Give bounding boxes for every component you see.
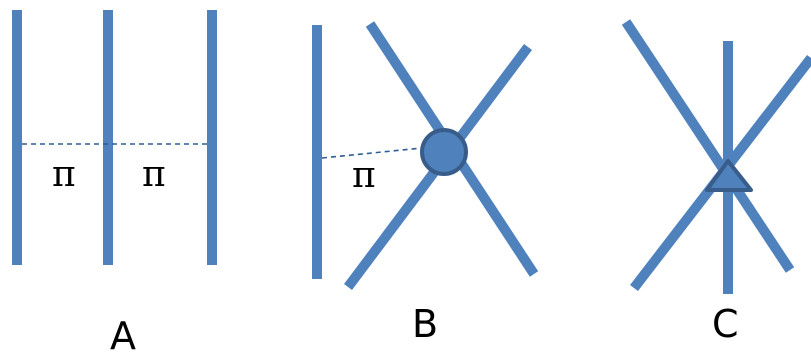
panel-b-exchange-label: π — [352, 155, 376, 196]
panel-b-caption: B — [412, 302, 438, 346]
triangle-icon — [705, 159, 753, 192]
panel-a-exchange-label-1: π — [52, 154, 76, 195]
panel-b-exchange-line — [321, 147, 423, 159]
panel-b: π B — [312, 21, 539, 346]
panel-a-exchange-label-2: π — [142, 154, 166, 195]
panel-c-caption: C — [712, 302, 739, 346]
panel-c: C — [621, 19, 811, 346]
panel-a-caption: A — [110, 314, 136, 355]
circle-icon — [420, 128, 468, 176]
panel-c-diagonal-line-1 — [621, 19, 795, 273]
panel-a: π π A — [12, 10, 217, 355]
